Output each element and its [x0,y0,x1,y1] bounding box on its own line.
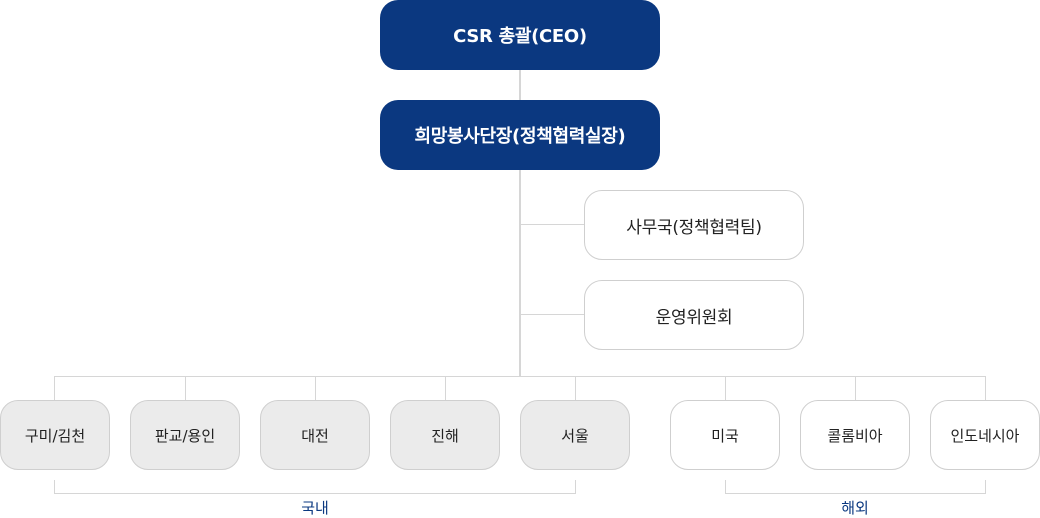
drop-line [185,376,186,401]
ceo-node: CSR 총괄(CEO) [380,0,660,70]
overseas-bracket-right [985,480,986,493]
drop-line [725,376,726,401]
overseas-bracket-left [725,480,726,493]
connector-staff-1 [521,224,585,225]
site-usa: 미국 [670,400,780,470]
domestic-group-label: 국내 [301,499,329,517]
drop-line [54,376,55,401]
drop-line [855,376,856,401]
domestic-bracket-left [54,480,55,493]
drop-line [315,376,316,401]
site-indonesia: 인도네시아 [930,400,1040,470]
overseas-bracket-bottom [725,493,986,494]
site-jinhae: 진해 [390,400,500,470]
secretariat-node: 사무국(정책협력팀) [584,190,804,260]
site-daejeon: 대전 [260,400,370,470]
site-colombia: 콜롬비아 [800,400,910,470]
connector-staff-2 [521,314,585,315]
site-gumi-gimcheon: 구미/김천 [0,400,110,470]
connector-main-trunk [519,169,521,377]
drop-line [985,376,986,401]
domestic-bracket-right [575,480,576,493]
connector-horizontal-bus [54,376,986,377]
steering-committee-node: 운영위원회 [584,280,804,350]
domestic-bracket-bottom [54,493,576,494]
site-pangyo-yongin: 판교/용인 [130,400,240,470]
site-seoul: 서울 [520,400,630,470]
head-node: 희망봉사단장(정책협력실장) [380,100,660,170]
drop-line [575,376,576,401]
connector-ceo-head [519,69,521,101]
drop-line [445,376,446,401]
overseas-group-label: 해외 [841,499,869,517]
